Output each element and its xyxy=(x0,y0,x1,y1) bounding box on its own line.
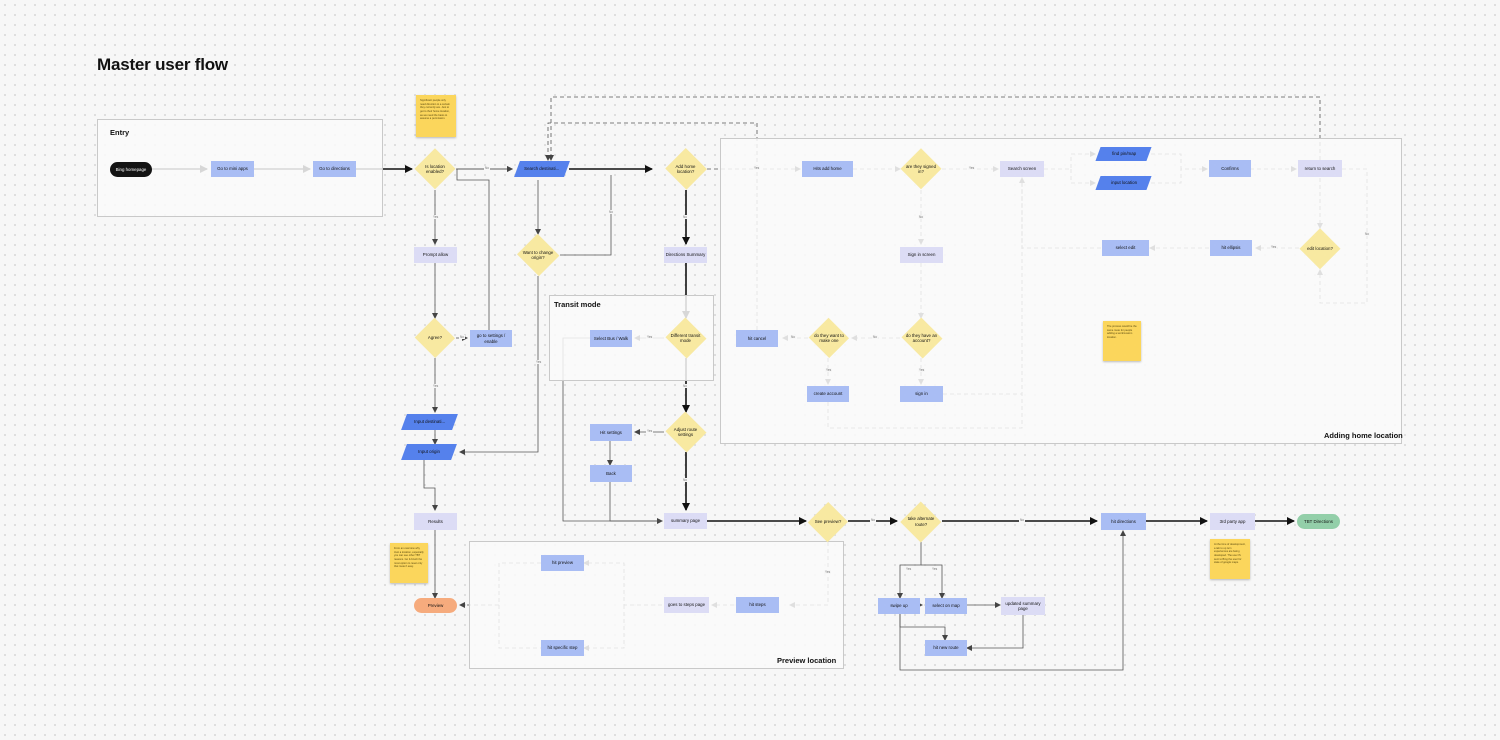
edge-label-no: No xyxy=(1019,518,1026,522)
edge-label-yes: Yes xyxy=(918,368,926,372)
node-sign-in[interactable]: sign in xyxy=(900,386,943,402)
node-adjust-route-settings[interactable]: Adjust route settings xyxy=(664,412,707,452)
edge-label-no: No xyxy=(608,210,615,214)
node-prompt-allow[interactable]: Prompt allow xyxy=(414,247,457,263)
edge-label-no: No xyxy=(459,335,466,339)
node-hit-new-route[interactable]: hit new route xyxy=(925,640,967,656)
edge-label-yes: Yes xyxy=(646,429,654,433)
node-summary-page[interactable]: summary page xyxy=(664,513,707,529)
node-hit-ellipsis[interactable]: hit ellipsis xyxy=(1210,240,1252,256)
edge-label-no: No xyxy=(682,215,689,219)
node-different-transit-mode[interactable]: Different transit mode xyxy=(664,318,707,358)
node-hits-add-home[interactable]: Hits add home xyxy=(802,161,853,177)
node-edit-location[interactable]: edit location? xyxy=(1299,228,1341,270)
section-label-preview-location: Preview location xyxy=(777,656,837,665)
node-input-location[interactable]: input location xyxy=(1095,176,1152,190)
node-input-origin[interactable]: Input origin xyxy=(401,444,457,460)
node-hit-settings[interactable]: Hit settings xyxy=(590,424,632,441)
node-take-alternate-route[interactable]: take alternate route? xyxy=(900,501,942,542)
sticky-note: Significant people only need direction t… xyxy=(416,95,456,137)
node-search-destination[interactable]: Search destinati... xyxy=(514,161,570,177)
node-updated-summary-page[interactable]: updated summary page xyxy=(1001,597,1045,615)
node-do-they-have-an-account[interactable]: do they have an account? xyxy=(900,318,943,358)
node-see-preview[interactable]: See preview? xyxy=(808,501,848,542)
node-select-bus-walk[interactable]: Select Bus / Walk xyxy=(590,330,632,347)
node-tbt-directions[interactable]: TBT Directions xyxy=(1297,514,1340,529)
node-hit-specific-step[interactable]: hit specific step xyxy=(541,640,584,656)
node-hit-directions[interactable]: hit directions xyxy=(1101,513,1146,530)
node-select-edit[interactable]: select edit xyxy=(1102,240,1149,256)
node-search-screen[interactable]: Search screen xyxy=(1000,161,1044,177)
sticky-note: The process would be the same route for … xyxy=(1103,321,1141,361)
node-confirms[interactable]: Confirms xyxy=(1209,160,1251,177)
edge-label-no: No xyxy=(790,335,797,339)
node-hit-steps[interactable]: hit steps xyxy=(736,597,779,613)
edge-label-no: No xyxy=(1364,232,1371,236)
edge-label-yes: Yes xyxy=(1270,245,1278,249)
node-goes-to-steps-page[interactable]: goes to steps page xyxy=(664,597,709,613)
sticky-note: At the time of development, a tab to up … xyxy=(1210,539,1250,579)
edge-label-no: No xyxy=(872,335,879,339)
page-title: Master user flow xyxy=(97,55,228,74)
node-create-account[interactable]: create account xyxy=(807,386,849,402)
node-find-pin-map[interactable]: find pin/map xyxy=(1095,147,1152,161)
section-label-entry: Entry xyxy=(110,128,130,137)
node-directions-summary[interactable]: Directions Summary xyxy=(664,247,707,263)
sticky-note: From an overview why trust a location, e… xyxy=(390,543,428,583)
node-hit-cancel[interactable]: hit cancel xyxy=(736,330,778,347)
edge-label-yes: Yes xyxy=(753,166,761,170)
node-back[interactable]: Back xyxy=(590,465,632,482)
node-return-to-search[interactable]: return to search xyxy=(1298,160,1342,177)
node-want-to-change-origin[interactable]: Want to change origin? xyxy=(516,234,560,276)
node-do-they-want-to-make-one[interactable]: do they want to make one xyxy=(808,318,850,358)
node-swipe-up[interactable]: swipe up xyxy=(878,598,920,614)
edge-label-yes: Yes xyxy=(432,384,440,388)
edge-label-yes: Yes xyxy=(905,567,913,571)
edge-label-yes: Yes xyxy=(432,215,440,219)
edge-label-yes: Yes xyxy=(825,368,833,372)
edge-label-no: No xyxy=(870,518,877,522)
edge-label-no: No xyxy=(918,215,925,219)
section-label-adding-home-location: Adding home location xyxy=(1324,431,1403,440)
node-hit-preview[interactable]: hit preview xyxy=(541,555,584,571)
edge-label-yes: Yes xyxy=(535,360,543,364)
node-go-to-directions[interactable]: Go to directions xyxy=(313,161,356,177)
node-3rd-party-app[interactable]: 3rd party app xyxy=(1210,513,1255,530)
edge-label-no: No xyxy=(484,166,491,170)
node-are-they-signed-in[interactable]: are they signed in? xyxy=(900,148,942,190)
node-go-to-mini-apps[interactable]: Go to mini apps xyxy=(211,161,254,177)
node-results[interactable]: Results xyxy=(414,513,457,530)
edge-label-no: No xyxy=(682,478,689,482)
node-sign-in-screen[interactable]: Sign in screen xyxy=(900,247,943,263)
section-preview-location xyxy=(469,541,844,669)
node-input-destination[interactable]: Input destinati... xyxy=(401,414,458,430)
node-preview[interactable]: Preview xyxy=(414,598,457,613)
edge-label-yes: Yes xyxy=(931,567,939,571)
edge-label-no: No xyxy=(682,384,689,388)
node-agree[interactable]: Agree? xyxy=(414,318,456,358)
node-add-home-location[interactable]: Add home location? xyxy=(664,148,707,190)
edge-label-yes: Yes xyxy=(824,570,832,574)
node-go-to-settings-enable[interactable]: go to settings / enable xyxy=(470,330,512,347)
node-is-location-enabled[interactable]: Is location enabled? xyxy=(414,148,456,190)
node-bing-homepage[interactable]: Bing homepage xyxy=(110,162,152,177)
edge-label-yes: Yes xyxy=(646,335,654,339)
section-label-transit-mode: Transit mode xyxy=(554,300,601,309)
node-select-on-map[interactable]: select on map xyxy=(925,598,967,614)
edge-label-yes: Yes xyxy=(968,166,976,170)
